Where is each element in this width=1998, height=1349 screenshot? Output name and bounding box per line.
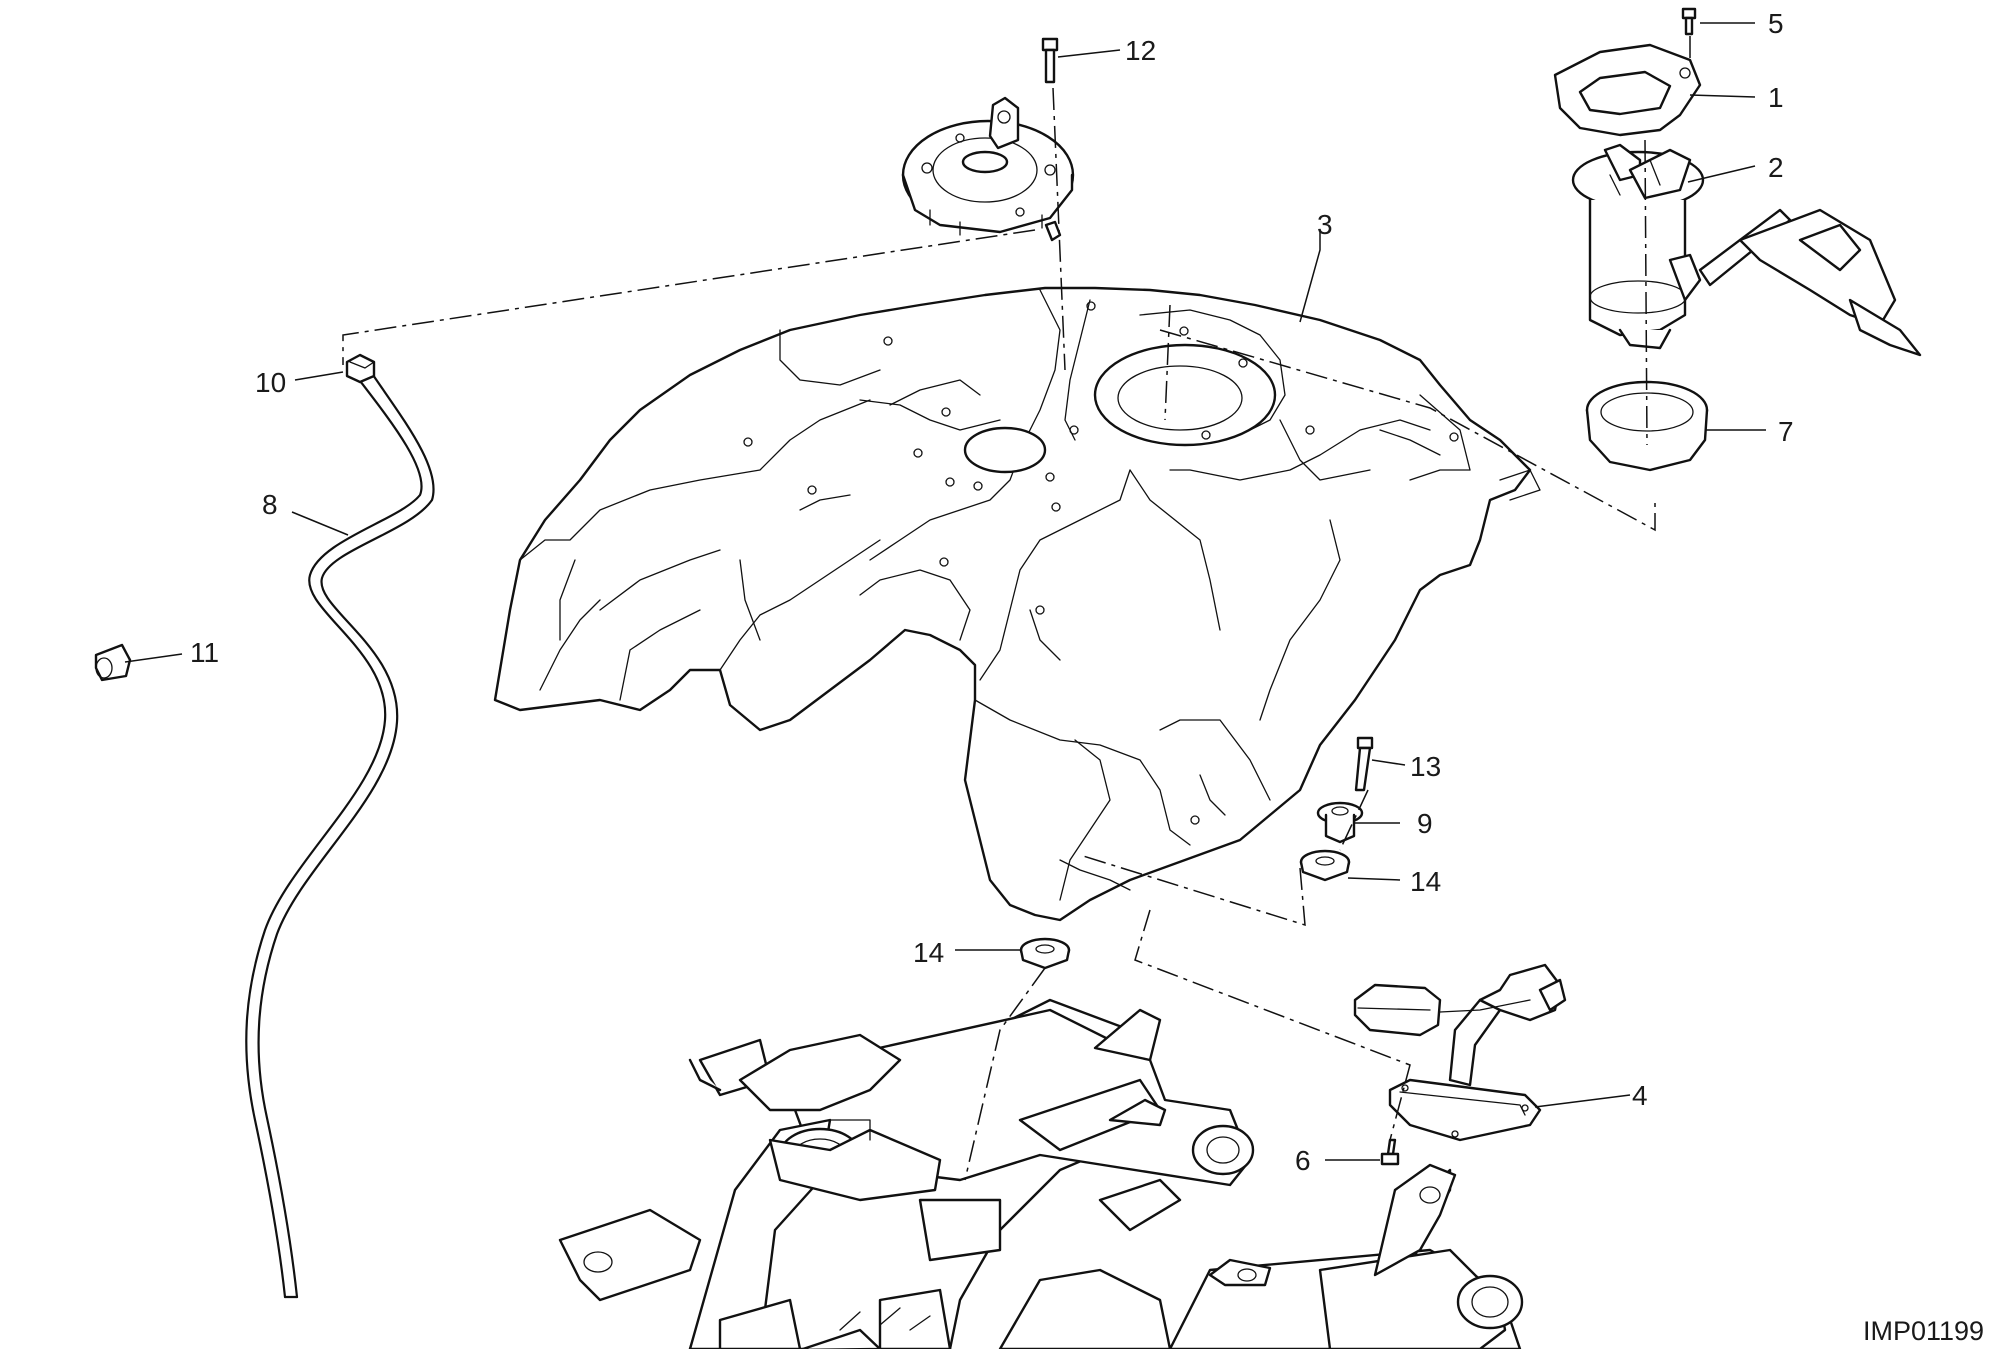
level-sensor-4-drawing <box>1353 963 1567 1142</box>
callout-1: 1 <box>1768 82 1784 113</box>
callout-leaders <box>124 22 1766 1161</box>
filler-cap-drawing <box>901 96 1075 242</box>
pump-flange-1-drawing <box>1553 43 1702 137</box>
callout-4: 4 <box>1632 1080 1648 1111</box>
callout-2: 2 <box>1768 152 1784 183</box>
callout-10: 10 <box>255 367 286 398</box>
frame-drawing <box>558 998 1524 1349</box>
callout-labels: 1 2 3 4 5 6 7 8 9 10 11 12 13 14 14 IMP0… <box>190 8 1984 1346</box>
clip-10-drawing <box>345 353 376 384</box>
figure-code: IMP01199 <box>1863 1316 1984 1346</box>
callout-6: 6 <box>1295 1145 1311 1176</box>
bolt-13-drawing <box>1354 736 1374 792</box>
callout-12: 12 <box>1125 35 1156 66</box>
bolt-12-drawing <box>1041 37 1059 84</box>
grommet-14-right-drawing <box>1299 849 1351 882</box>
gasket-ring-7-drawing <box>1585 380 1709 472</box>
callout-5: 5 <box>1768 8 1784 39</box>
callout-8: 8 <box>262 489 278 520</box>
grommet-14-left-drawing <box>1019 937 1071 970</box>
screw-5-drawing <box>1681 7 1697 36</box>
fuel-pump-2-drawing <box>1571 143 1922 357</box>
callout-14-right: 14 <box>1410 866 1441 897</box>
callout-11: 11 <box>190 637 219 668</box>
callout-14-left: 14 <box>913 937 944 968</box>
breather-hose-8-drawing <box>245 370 435 1299</box>
callout-7: 7 <box>1778 416 1794 447</box>
screw-6-drawing <box>1380 1138 1400 1166</box>
callout-13: 13 <box>1410 751 1441 782</box>
callout-9: 9 <box>1417 808 1433 839</box>
callout-3: 3 <box>1317 209 1333 240</box>
clip-11-drawing <box>94 643 132 682</box>
assembly-guide-lines <box>342 36 1691 1181</box>
fuel-tank-drawing <box>493 286 1541 922</box>
